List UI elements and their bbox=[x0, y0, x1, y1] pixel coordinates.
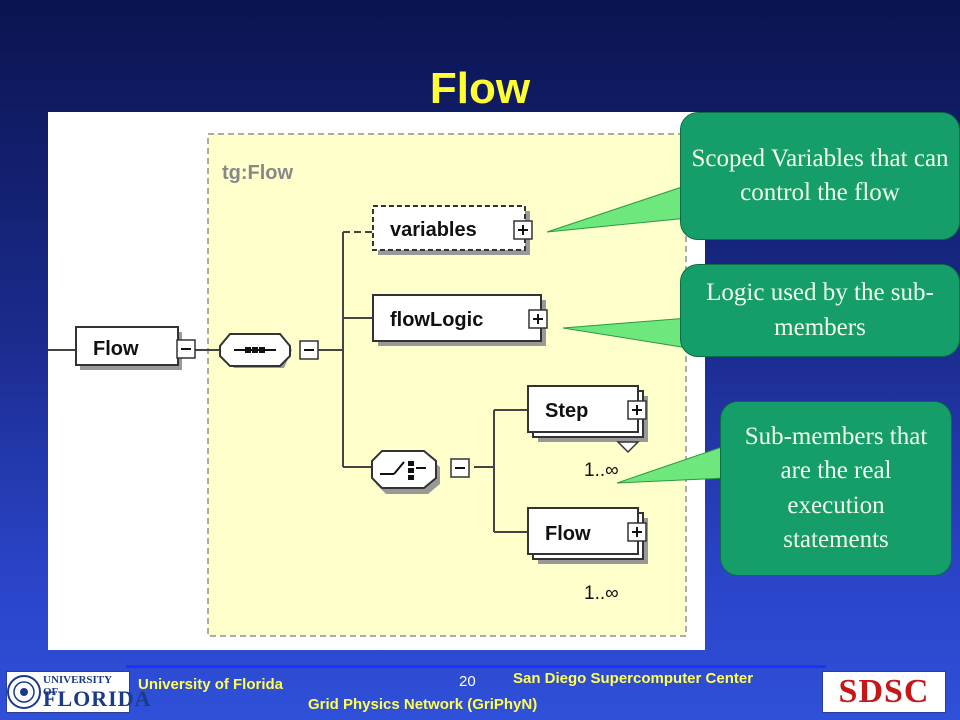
choice-collapse-icon[interactable] bbox=[450, 458, 470, 478]
sequence-compositor-icon[interactable] bbox=[219, 333, 292, 368]
flowlogic-expand-icon[interactable] bbox=[528, 309, 548, 329]
choice-compositor-icon[interactable] bbox=[371, 450, 440, 494]
callout-pointer-3 bbox=[616, 446, 727, 484]
footer-left-text: University of Florida bbox=[138, 676, 284, 693]
nested-flow-multiplicity: 1..∞ bbox=[584, 583, 619, 604]
callout-sub-members: Sub-members that are the real execution … bbox=[720, 401, 952, 576]
sdsc-logo: SDSC bbox=[822, 671, 946, 713]
callout-scoped-variables-text: Scoped Variables that can control the fl… bbox=[691, 144, 949, 207]
variables-expand-icon[interactable] bbox=[513, 220, 533, 240]
university-of-florida-logo: UNIVERSITY OF FLORIDA bbox=[6, 671, 150, 713]
callout-pointer-1 bbox=[546, 184, 689, 233]
group-label: tg:Flow bbox=[222, 162, 294, 184]
footer-right-text: San Diego Supercomputer Center bbox=[513, 670, 754, 687]
nested-flow-label: Flow bbox=[545, 523, 591, 545]
schema-diagram: tg:Flow Flow bbox=[48, 133, 687, 637]
step-label: Step bbox=[545, 400, 588, 422]
uf-seal-icon bbox=[7, 675, 41, 709]
callout-pointer-2 bbox=[562, 317, 689, 349]
step-multiplicity: 1..∞ bbox=[584, 460, 619, 481]
footer-center-text: Grid Physics Network (GriPhyN) bbox=[308, 696, 538, 713]
page-number: 20 bbox=[459, 673, 476, 690]
variables-label: variables bbox=[390, 219, 477, 241]
step-expand-icon[interactable] bbox=[627, 400, 647, 420]
flowlogic-element[interactable]: flowLogic bbox=[372, 294, 546, 346]
footer-divider bbox=[126, 665, 826, 668]
callout-sub-members-text: Sub-members that are the real execution … bbox=[744, 422, 928, 554]
callout-scoped-variables: Scoped Variables that can control the fl… bbox=[680, 112, 960, 240]
callout-logic: Logic used by the sub-members bbox=[680, 264, 960, 357]
slide-title: Flow bbox=[429, 64, 531, 113]
callout-logic-text: Logic used by the sub-members bbox=[706, 279, 934, 341]
nested-flow-expand-icon[interactable] bbox=[627, 522, 647, 542]
uf-logo-line1: UNIVERSITY OF bbox=[43, 674, 112, 698]
schema-diagram-panel: tg:Flow Flow bbox=[48, 112, 705, 650]
root-flow-element[interactable]: Flow bbox=[75, 326, 182, 370]
root-flow-label: Flow bbox=[93, 338, 139, 360]
uf-logo-line2: FLORIDA bbox=[43, 686, 152, 711]
sequence-collapse-icon[interactable] bbox=[299, 340, 319, 360]
flowlogic-label: flowLogic bbox=[390, 309, 483, 331]
variables-element[interactable]: variables bbox=[372, 205, 530, 255]
root-collapse-icon[interactable] bbox=[176, 339, 196, 359]
connector-lines bbox=[48, 231, 528, 533]
sdsc-logo-text: SDSC bbox=[838, 673, 930, 710]
